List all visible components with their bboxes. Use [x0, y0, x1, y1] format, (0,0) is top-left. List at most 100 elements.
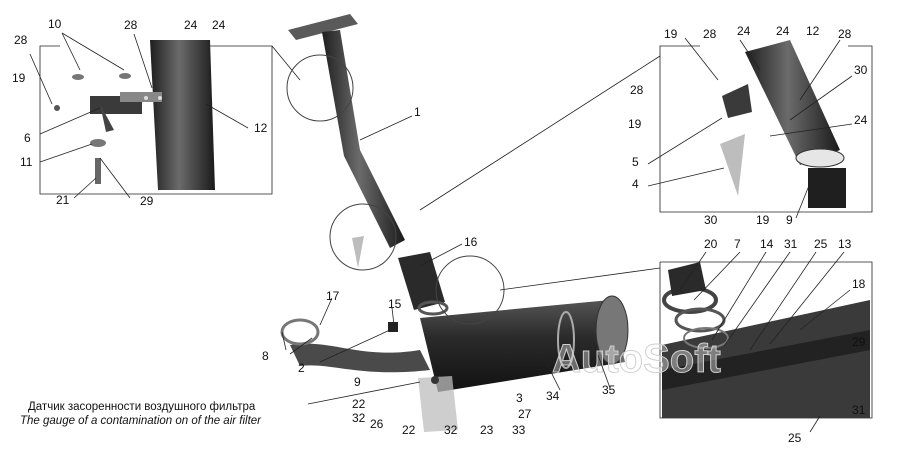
callout: 31	[852, 403, 866, 417]
callout: 25	[788, 431, 802, 445]
callout: 32	[444, 423, 458, 437]
callout: 20	[704, 237, 718, 251]
right-top-inset-pipe	[745, 40, 840, 165]
callout: 8	[262, 349, 269, 363]
callout: 24	[212, 18, 226, 32]
contamination-gauge	[431, 376, 439, 384]
main-assembly	[280, 14, 629, 432]
callout: 19	[756, 213, 770, 227]
callout: 24	[184, 18, 198, 32]
callout: 30	[854, 63, 868, 77]
caption-ru: Датчик засоренности воздушного фильтра	[28, 401, 256, 413]
left-inset	[39, 40, 273, 195]
left-inset-part-10a	[72, 74, 84, 80]
left-inset-callouts: 28 19 10 28 24 24 6 11 21 29 12	[12, 17, 268, 208]
right-top-inset-plate	[720, 134, 745, 196]
callout: 28	[14, 33, 28, 47]
callout: 29	[852, 335, 866, 349]
callout: 13	[838, 237, 852, 251]
right-bottom-inset-connector	[499, 267, 661, 291]
callout: 10	[48, 17, 62, 31]
left-inset-part-10b	[119, 73, 131, 79]
left-inset-connector	[271, 45, 301, 81]
callout: 12	[254, 121, 268, 135]
callout: 19	[12, 71, 26, 85]
detail-circle-upper	[286, 54, 354, 122]
right-top-inset-ring	[795, 148, 845, 168]
callout: 25	[814, 237, 828, 251]
callout: 15	[388, 297, 402, 311]
callout: 9	[354, 375, 361, 389]
right-top-inset-hose	[808, 168, 846, 208]
right-top-inset-frame	[659, 45, 873, 213]
callout: 4	[632, 177, 639, 191]
callout: 22	[402, 423, 416, 437]
callout: 19	[628, 117, 642, 131]
callout: 28	[838, 27, 852, 41]
callout: 9	[786, 213, 793, 227]
hose-16	[398, 252, 445, 310]
main-callouts: 1 16 17 15 8 2 9 22 32 26 22 32 23 33 27…	[262, 105, 616, 437]
left-inset-washer	[54, 105, 60, 111]
callout: 12	[806, 24, 820, 38]
right-bottom-inset-callouts: 20 7 14 31 25 13 18 29 31 25	[704, 237, 866, 445]
detail-circle-middle	[329, 203, 397, 271]
right-top-inset-connector	[419, 55, 661, 211]
callout: 3	[516, 391, 523, 405]
rain-cap	[288, 14, 358, 40]
callout: 6	[24, 131, 31, 145]
detail-circle-right	[435, 255, 505, 325]
outlet-clamps-8	[280, 318, 320, 346]
left-inset-frame	[39, 45, 273, 195]
left-inset-plate	[100, 104, 114, 132]
callout: 21	[56, 193, 70, 207]
air-filter-end-cap	[595, 295, 629, 365]
right-top-inset-bracket	[722, 84, 752, 118]
callout: 27	[518, 407, 532, 421]
callout: 24	[776, 24, 790, 38]
callout: 28	[630, 83, 644, 97]
callout: 14	[760, 237, 774, 251]
callout: 22	[352, 397, 366, 411]
callout: 19	[664, 27, 678, 41]
intake-pipe	[322, 30, 405, 248]
right-bottom-inset-frame	[659, 261, 873, 419]
callout: 24	[737, 24, 751, 38]
callout: 11	[20, 155, 33, 169]
callout: 32	[352, 411, 366, 425]
left-inset-hole-b	[158, 96, 162, 100]
left-inset-pipe	[150, 40, 215, 190]
callout: 26	[370, 417, 384, 431]
clamp-ring	[417, 300, 449, 316]
callout: 31	[784, 237, 798, 251]
middle-bracket	[352, 236, 364, 268]
part-15	[388, 322, 398, 332]
leader-lines	[29, 32, 853, 433]
left-inset-bolt	[95, 158, 101, 184]
right-top-inset-callouts: 19 28 24 24 12 28 30 28 19 24 5 4 30 19 …	[628, 24, 868, 227]
left-inset-nut	[90, 139, 106, 147]
callout: 16	[464, 235, 478, 249]
callout: 23	[480, 423, 494, 437]
callout: 18	[852, 277, 866, 291]
callout: 24	[854, 113, 868, 127]
callout: 28	[124, 18, 138, 32]
outlet-pipe-2	[290, 343, 430, 373]
callout: 28	[703, 27, 717, 41]
left-inset-hole-a	[144, 96, 148, 100]
watermark: AutoSoft	[552, 337, 721, 381]
right-bottom-inset-seal-c	[683, 327, 729, 349]
callout: 1	[414, 105, 421, 119]
air-filter-body	[420, 300, 625, 392]
callout: 34	[546, 389, 560, 403]
right-bottom-inset-hose	[668, 262, 706, 296]
left-inset-clamp	[120, 92, 162, 102]
right-bottom-inset	[659, 261, 873, 419]
caption-en: The gauge of a contamination on of the a…	[20, 415, 262, 427]
sensor-bracket	[418, 376, 458, 432]
callout: 7	[734, 237, 741, 251]
callout: 33	[512, 423, 526, 437]
callout: 2	[298, 361, 305, 375]
